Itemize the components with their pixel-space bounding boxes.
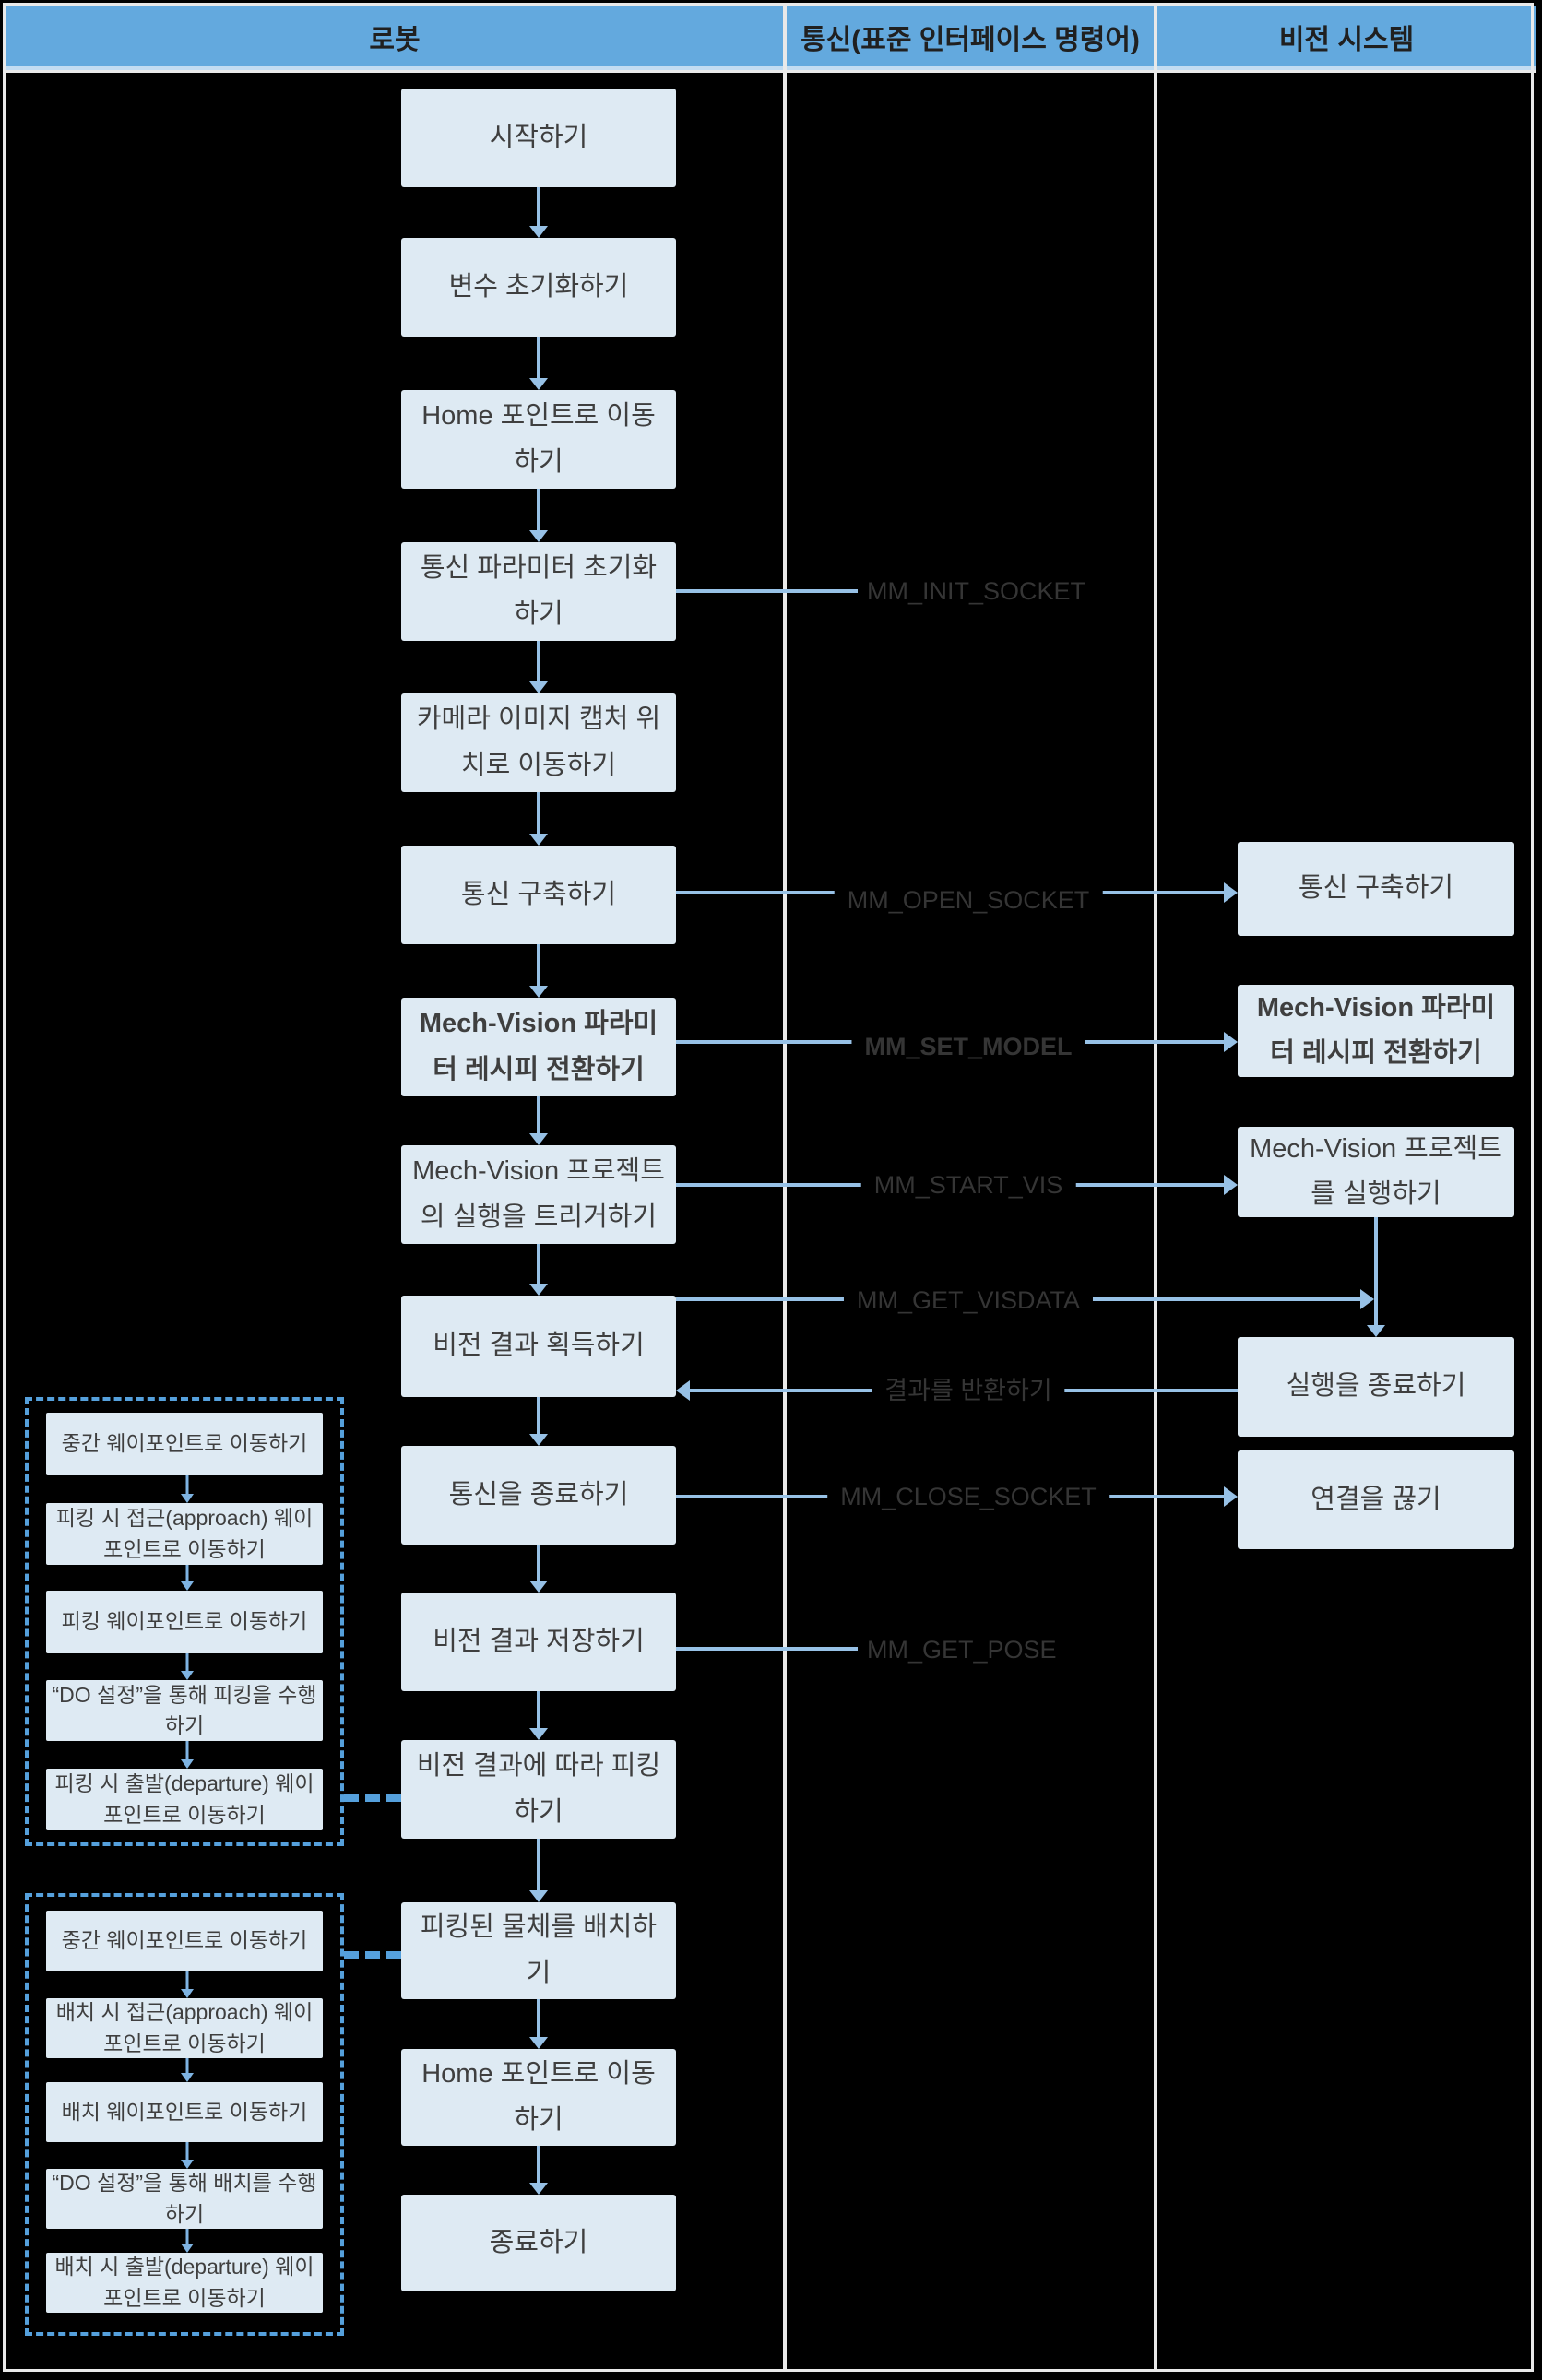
connector-mm-init-socket — [676, 580, 858, 602]
command-label-mm-close-socket: MM_CLOSE_SOCKET — [827, 1477, 1109, 1516]
pick-step-intermediate-waypoint: 중간 웨이포인트로 이동하기 — [46, 1413, 323, 1475]
robot-step-trigger-project: Mech-Vision 프로젝트의 실행을 트리거하기 — [401, 1145, 676, 1244]
arrow-down-icon — [528, 337, 550, 390]
vision-step-disconnect: 연결을 끊기 — [1238, 1450, 1514, 1549]
pick-subroutine-group — [25, 1397, 344, 1846]
vision-step-finish-run: 실행을 종료하기 — [1238, 1337, 1514, 1437]
robot-step-save-result: 비전 결과 저장하기 — [401, 1593, 676, 1691]
command-label-mm-set-model: MM_SET_MODEL — [851, 1027, 1085, 1066]
header-cell-vision: 비전 시스템 — [1157, 6, 1536, 66]
arrow-down-icon — [176, 2058, 198, 2082]
pick-step-do-setting: “DO 설정”을 통해 피킹을 수행하기 — [46, 1680, 323, 1741]
arrow-down-icon — [528, 1691, 550, 1740]
arrow-down-icon — [176, 1565, 198, 1591]
robot-step-start: 시작하기 — [401, 89, 676, 187]
arrow-down-icon — [528, 2146, 550, 2195]
header-cell-robot: 로봇 — [6, 6, 783, 66]
arrow-down-icon — [528, 1545, 550, 1593]
robot-step-pick-by-result: 비전 결과에 따라 피킹하기 — [401, 1740, 676, 1839]
arrow-down-icon — [528, 1397, 550, 1446]
pick-step-departure-waypoint: 피킹 시 출발(departure) 웨이포인트로 이동하기 — [46, 1769, 323, 1830]
robot-step-move-home-1: Home 포인트로 이동하기 — [401, 390, 676, 489]
header-communication-label: 통신(표준 인터페이스 명령어) — [801, 24, 1140, 55]
arrow-down-icon — [176, 1475, 198, 1503]
connector-mm-get-pose — [676, 1638, 858, 1660]
place-subroutine-group — [25, 1893, 344, 2336]
header-vision-label: 비전 시스템 — [1278, 24, 1415, 55]
robot-step-move-capture-pos: 카메라 이미지 캡처 위치로 이동하기 — [401, 693, 676, 792]
robot-step-switch-recipe: Mech-Vision 파라미터 레시피 전환하기 — [401, 998, 676, 1096]
robot-step-init-comm-params: 통신 파라미터 초기화하기 — [401, 542, 676, 641]
robot-step-place-object: 피킹된 물체를 배치하기 — [401, 1902, 676, 1999]
place-step-do-setting: “DO 설정”을 통해 배치를 수행하기 — [46, 2169, 323, 2229]
vision-step-switch-recipe: Mech-Vision 파라미터 레시피 전환하기 — [1238, 985, 1514, 1077]
header-underline-lightblue — [6, 66, 1536, 70]
command-label-mm-get-visdata: MM_GET_VISDATA — [843, 1281, 1094, 1320]
arrow-down-icon — [176, 2229, 198, 2253]
robot-step-get-vision-result: 비전 결과 획득하기 — [401, 1296, 676, 1397]
place-step-departure-waypoint: 배치 시 출발(departure) 웨이포인트로 이동하기 — [46, 2253, 323, 2313]
arrow-down-icon — [176, 2142, 198, 2169]
robot-step-move-home-2: Home 포인트로 이동하기 — [401, 2049, 676, 2146]
pick-step-pick-waypoint: 피킹 웨이포인트로 이동하기 — [46, 1591, 323, 1653]
header-robot-label: 로봇 — [369, 24, 421, 55]
arrow-down-icon — [528, 641, 550, 693]
arrow-down-icon — [176, 1653, 198, 1680]
robot-step-open-comm: 통신 구축하기 — [401, 846, 676, 944]
arrow-down-icon — [1365, 1217, 1387, 1337]
pick-group-dashed-link — [344, 1794, 401, 1802]
arrow-down-icon — [528, 489, 550, 542]
command-label-mm-init-socket: MM_INIT_SOCKET — [867, 577, 1086, 605]
place-group-dashed-link — [344, 1951, 401, 1959]
robot-step-init-variables: 변수 초기화하기 — [401, 238, 676, 337]
arrow-down-icon — [176, 1971, 198, 1998]
robot-step-close-comm: 통신을 종료하기 — [401, 1446, 676, 1545]
command-label-return-result: 결과를 반환하기 — [872, 1371, 1065, 1410]
arrow-down-icon — [528, 792, 550, 846]
place-step-place-waypoint: 배치 웨이포인트로 이동하기 — [46, 2082, 323, 2142]
pick-step-approach-waypoint: 피킹 시 접근(approach) 웨이포인트로 이동하기 — [46, 1503, 323, 1565]
arrow-down-icon — [528, 1999, 550, 2049]
arrow-down-icon — [528, 1096, 550, 1145]
command-label-mm-start-vis: MM_START_VIS — [860, 1166, 1076, 1204]
header-cell-communication: 통신(표준 인터페이스 명령어) — [787, 6, 1154, 66]
vision-step-open-comm: 통신 구축하기 — [1238, 842, 1514, 936]
vision-step-run-project: Mech-Vision 프로젝트를 실행하기 — [1238, 1127, 1514, 1217]
command-label-mm-open-socket: MM_OPEN_SOCKET — [834, 881, 1103, 919]
arrow-down-icon — [528, 1837, 550, 1902]
robot-step-end: 종료하기 — [401, 2195, 676, 2291]
place-step-approach-waypoint: 배치 시 접근(approach) 웨이포인트로 이동하기 — [46, 1998, 323, 2058]
arrow-down-icon — [528, 944, 550, 998]
arrow-down-icon — [528, 1244, 550, 1296]
header-underline-white — [6, 70, 1536, 73]
arrow-down-icon — [176, 1741, 198, 1769]
arrow-down-icon — [528, 187, 550, 238]
place-step-intermediate-waypoint: 중간 웨이포인트로 이동하기 — [46, 1911, 323, 1971]
command-label-mm-get-pose: MM_GET_POSE — [867, 1636, 1057, 1664]
